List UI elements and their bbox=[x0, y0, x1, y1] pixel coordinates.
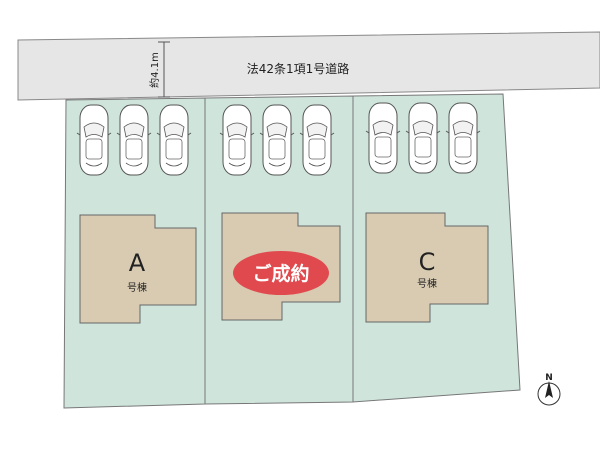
sold-label: ご成約 bbox=[252, 262, 309, 285]
building-a-label: 号棟 bbox=[127, 281, 147, 294]
car-lot-a-3 bbox=[156, 104, 192, 176]
car-lot-a-2 bbox=[116, 104, 152, 176]
car-lot-b-3 bbox=[299, 104, 335, 176]
building-c bbox=[365, 212, 489, 323]
car-lot-c-1 bbox=[365, 102, 401, 174]
car-lot-b-1 bbox=[219, 104, 255, 176]
parking-area bbox=[76, 102, 481, 176]
car-lot-c-3 bbox=[445, 102, 481, 174]
car-lot-c-2 bbox=[405, 102, 441, 174]
sold-badge bbox=[233, 251, 329, 295]
road-width-label: 約4.1m bbox=[148, 52, 161, 88]
building-c-label: 号棟 bbox=[417, 277, 437, 290]
north-arrow-icon: N bbox=[537, 373, 561, 406]
building-a-letter: A bbox=[129, 249, 146, 277]
north-label: N bbox=[545, 373, 553, 383]
building-a bbox=[79, 214, 197, 324]
car-lot-b-2 bbox=[259, 104, 295, 176]
building-c-letter: C bbox=[419, 248, 436, 276]
car-lot-a-1 bbox=[76, 104, 112, 176]
road-label: 法42条1項1号道路 bbox=[247, 61, 350, 76]
